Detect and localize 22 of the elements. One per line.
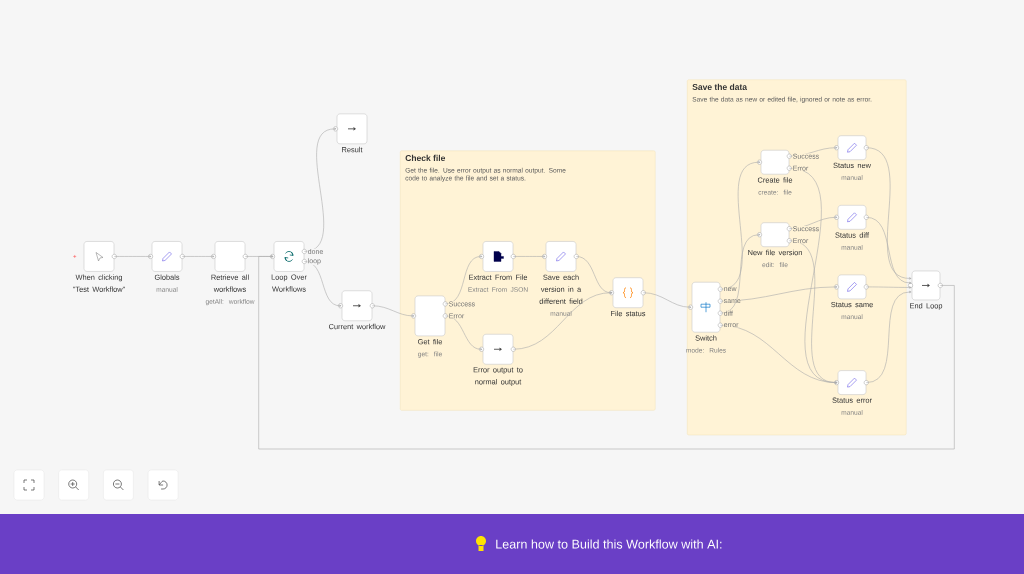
arrow [513, 255, 546, 258]
arrow [258, 255, 955, 450]
arrow [114, 255, 152, 258]
arrow [720, 233, 761, 314]
arrow [304, 127, 337, 252]
arrow [866, 147, 912, 280]
arrow [789, 216, 838, 229]
banner-text: Learn how to Build this Workflow with AI: [496, 539, 722, 549]
arrow [789, 146, 838, 157]
arrow [720, 285, 838, 302]
arrow [182, 255, 215, 258]
arrow [720, 161, 761, 290]
arrow [445, 255, 483, 305]
arrow [866, 290, 912, 383]
arrow [445, 315, 483, 351]
arrow [643, 292, 692, 309]
arrow [866, 217, 912, 285]
arrow [513, 291, 613, 350]
arrow [866, 286, 912, 289]
arrow [789, 240, 838, 384]
arrow [304, 261, 342, 307]
arrow [372, 305, 415, 318]
